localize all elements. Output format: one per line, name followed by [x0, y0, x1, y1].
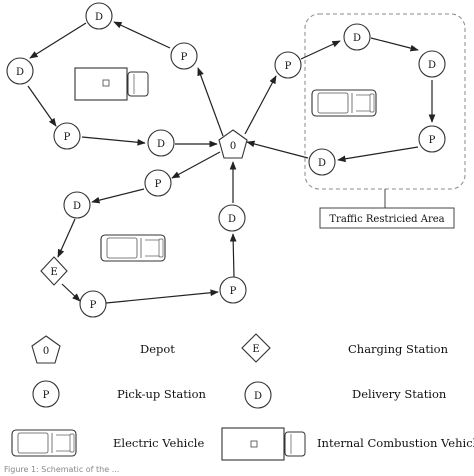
delivery-node-label: D — [73, 201, 81, 212]
pickup-node-label: P — [64, 132, 71, 143]
route-edges — [27, 21, 436, 304]
edge-p7-d8 — [229, 233, 237, 278]
delivery-node — [343, 23, 371, 51]
delivery-node-label: D — [157, 139, 165, 150]
edge-depot-p1 — [197, 67, 224, 137]
edge-p2-d3 — [81, 136, 146, 146]
legend-depot-symbol-label: 0 — [43, 346, 49, 357]
nodes — [6, 2, 446, 318]
pickup-node-label: P — [285, 61, 292, 72]
legend-delivery-text: Delivery Station — [352, 387, 447, 401]
pickup-node — [144, 169, 172, 197]
pickup-node — [219, 276, 247, 304]
delivery-node — [147, 129, 175, 157]
delivery-node — [418, 50, 446, 78]
pickup-node — [79, 290, 107, 318]
pickup-node-label: P — [181, 52, 188, 63]
pickup-node-label: P — [429, 135, 436, 146]
edge-d2-p2 — [27, 85, 57, 127]
depot-node-label: 0 — [230, 141, 236, 152]
delivery-node-label: D — [318, 158, 326, 169]
legend-ev-symbol — [11, 429, 77, 457]
pickup-node-label: P — [155, 179, 162, 190]
delivery-node-label: D — [228, 214, 236, 225]
legend-charging-text: Charging Station — [348, 342, 449, 356]
pickup-node-label: P — [230, 286, 237, 297]
legend-charging-symbol — [241, 333, 271, 363]
edge-p6-p7 — [105, 289, 219, 304]
pickup-node-label: P — [90, 300, 97, 311]
depot-node — [218, 129, 248, 159]
ev-vehicle-bottom — [100, 234, 166, 262]
legend-pickup-symbol-label: P — [43, 390, 50, 401]
edge-d6-depot — [246, 140, 309, 159]
delivery-node — [6, 57, 34, 85]
edge-depot-p3 — [244, 75, 277, 135]
edge-p5-d7 — [91, 188, 145, 204]
node-labels: 0 P D D P D P D D P D P D E P P D — [16, 12, 436, 311]
pickup-node — [274, 51, 302, 79]
edge-e-p6 — [61, 283, 81, 302]
edge-d4-d5 — [370, 37, 419, 52]
icv-vehicle-top — [74, 67, 149, 101]
pickup-node — [170, 42, 198, 70]
legend-depot-symbol — [31, 335, 61, 364]
delivery-node-label: D — [16, 67, 24, 78]
area-label-box — [319, 207, 455, 229]
delivery-node — [85, 2, 113, 30]
legend: 0 Depot E Charging Station P Pick-up Sta… — [11, 333, 474, 461]
ev-vehicle-restricted — [311, 89, 377, 117]
edge-d7-e — [57, 218, 76, 258]
legend-charging-symbol-label: E — [252, 344, 259, 355]
legend-pickup-text: Pick-up Station — [117, 387, 207, 401]
edge-p1-d1 — [113, 21, 171, 49]
legend-delivery-symbol-label: D — [254, 391, 262, 402]
edge-depot-p5 — [171, 151, 221, 179]
legend-delivery-symbol — [244, 381, 272, 409]
edge-p4-d6 — [337, 146, 419, 163]
charging-node — [40, 256, 68, 286]
delivery-node-label: D — [353, 33, 361, 44]
delivery-node-label: D — [95, 12, 103, 23]
delivery-node — [308, 148, 336, 176]
pickup-node — [53, 122, 81, 150]
legend-depot-text: Depot — [140, 342, 175, 356]
delivery-node-label: D — [428, 60, 436, 71]
area-label: Traffic Restricied Area — [329, 214, 444, 225]
legend-icv-symbol — [221, 427, 306, 461]
delivery-node — [218, 204, 246, 232]
charging-node-label: E — [50, 267, 57, 278]
legend-icv-text: Internal Combustion Vehicle — [317, 436, 474, 450]
legend-ev-text: Electric Vehicle — [113, 436, 204, 450]
figure-caption: Figure 1: Schematic of the ... — [4, 465, 119, 474]
pickup-node — [418, 125, 446, 153]
delivery-node — [63, 191, 91, 219]
legend-pickup-symbol — [32, 380, 60, 408]
edge-d1-d2 — [29, 22, 87, 59]
edge-p3-d4 — [300, 40, 341, 60]
